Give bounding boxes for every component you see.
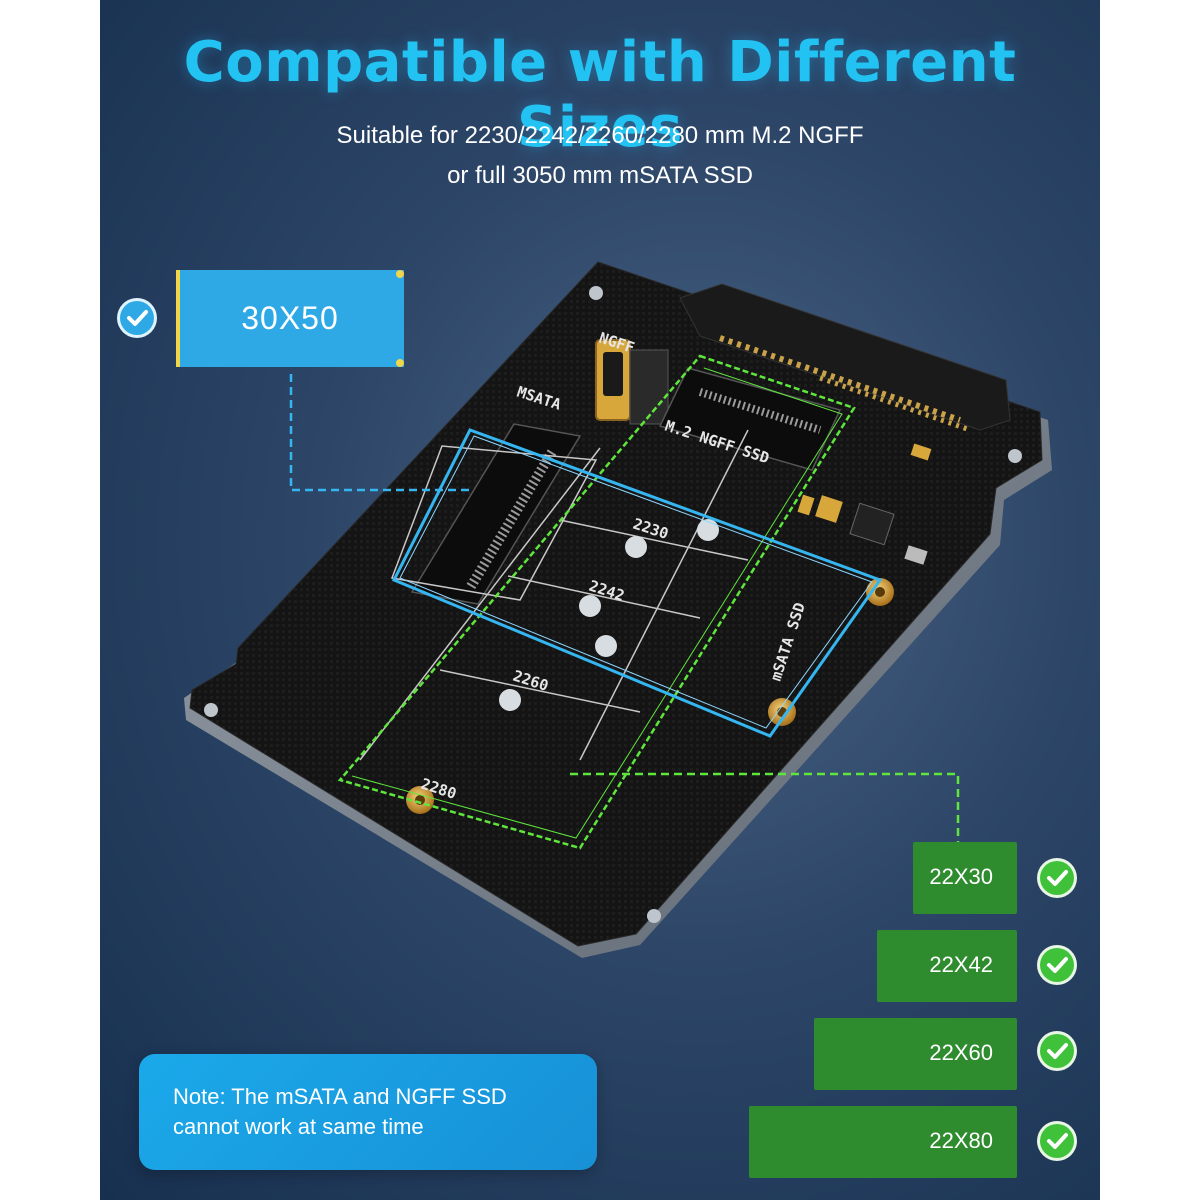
msata-callout bbox=[289, 374, 470, 492]
standoff-hole bbox=[595, 635, 617, 657]
capacitor bbox=[904, 545, 928, 565]
mode-switch-knob bbox=[603, 352, 623, 396]
chip bbox=[849, 502, 895, 546]
switch-housing bbox=[629, 349, 669, 425]
mount-hole bbox=[589, 286, 603, 300]
m2-outline-inner bbox=[351, 367, 843, 839]
capacitor bbox=[815, 495, 843, 523]
note-line-2: cannot work at same time bbox=[173, 1114, 424, 1139]
msata-card-edge bbox=[176, 270, 180, 367]
standoff-hole bbox=[625, 536, 647, 558]
m2-card-label: 22X80 bbox=[929, 1128, 993, 1153]
msata-check-icon bbox=[120, 301, 154, 335]
msata-size-card: 30X50 bbox=[176, 270, 404, 367]
m2-slot-pins bbox=[698, 388, 822, 434]
page-title: Compatible with Different Sizes bbox=[183, 30, 1017, 160]
msata-card-dot bbox=[396, 270, 404, 278]
mount-hole bbox=[1008, 449, 1022, 463]
mount-hole bbox=[647, 909, 661, 923]
m2-card-label: 22X42 bbox=[929, 952, 993, 977]
check-icon bbox=[1040, 1034, 1074, 1068]
capacitor bbox=[797, 494, 815, 516]
m2-outline bbox=[337, 354, 856, 850]
m2-card-2280: 22X80 bbox=[749, 1106, 1017, 1178]
sata-pins-upper bbox=[819, 375, 971, 433]
msata-size-label: 30X50 bbox=[241, 300, 339, 336]
subtitle-line-2: or full 3050 mm mSATA SSD bbox=[447, 162, 753, 189]
standoff-hole-2230 bbox=[697, 519, 719, 541]
standoff-hole-2242 bbox=[579, 595, 601, 617]
m2-callout bbox=[570, 772, 960, 842]
capacitor bbox=[910, 443, 932, 461]
m2-card-2230: 22X30 bbox=[913, 842, 1017, 914]
note-line-1: Note: The mSATA and NGFF SSD bbox=[173, 1084, 507, 1109]
m2-card-label: 22X30 bbox=[929, 864, 993, 889]
check-icon bbox=[1040, 1124, 1074, 1158]
msata-card-dot bbox=[396, 359, 404, 367]
msata-outline bbox=[391, 428, 883, 738]
note-box: Note: The mSATA and NGFF SSD cannot work… bbox=[139, 1054, 597, 1170]
m2-card-2260: 22X60 bbox=[814, 1018, 1017, 1090]
sata-pins bbox=[719, 335, 961, 423]
m2-card-label: 22X60 bbox=[929, 1040, 993, 1065]
check-icon bbox=[1040, 861, 1074, 895]
sata-connector bbox=[679, 283, 1011, 431]
subtitle-line-1: Suitable for 2230/2242/2260/2280 mm M.2 … bbox=[336, 122, 864, 149]
m2-card-2242: 22X42 bbox=[877, 930, 1017, 1002]
standoff-hole-2260 bbox=[499, 689, 521, 711]
msata-outline-inner bbox=[399, 435, 873, 729]
msata-slot-pins bbox=[465, 449, 557, 591]
check-icon bbox=[1040, 948, 1074, 982]
mount-hole bbox=[204, 703, 218, 717]
